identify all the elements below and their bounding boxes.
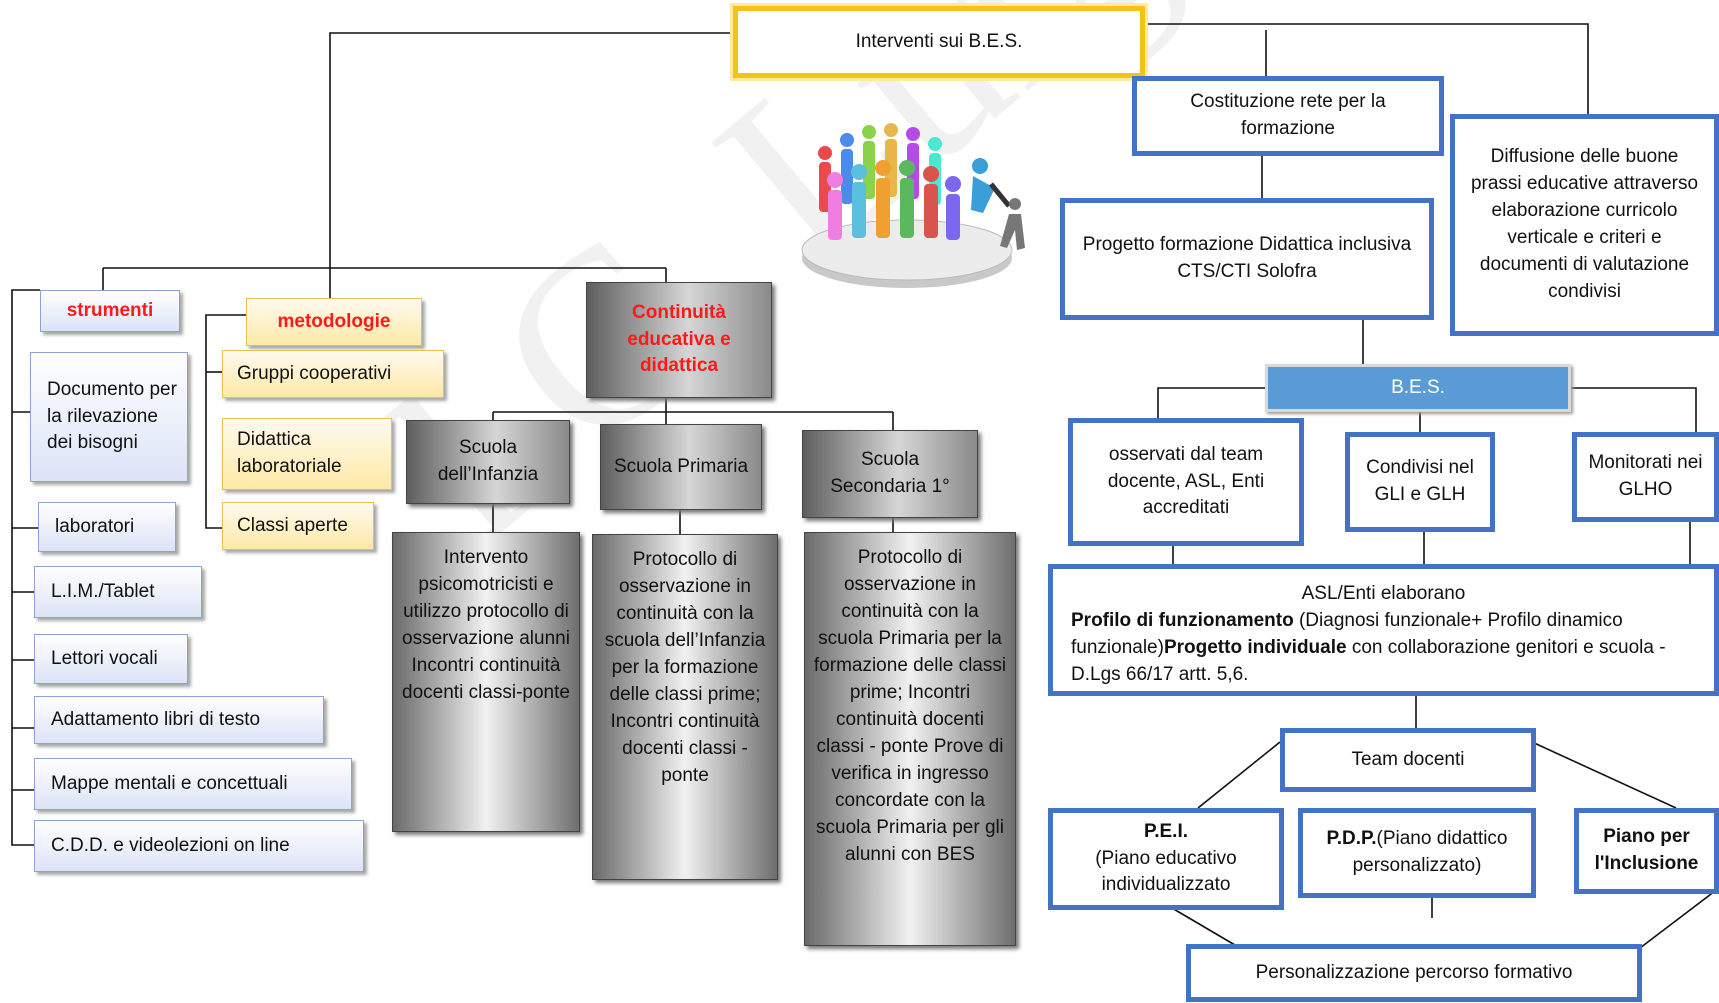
strumenti-item-label: L.I.M./Tablet <box>51 580 155 602</box>
metodologie-item-gruppi: Gruppi cooperativi <box>222 350 444 398</box>
school-secondaria: Scuola Secondaria 1° <box>802 430 978 518</box>
school-infanzia: Scuola dell’Infanzia <box>406 420 570 504</box>
progetto-label: Progetto formazione Didattica inclusiva … <box>1082 234 1412 282</box>
diffusione-label: Diffusione delle buone prassi educative … <box>1470 146 1699 302</box>
rete-box: Costituzione rete per la formazione <box>1132 76 1444 156</box>
pdp-title: P.D.P. <box>1326 828 1377 850</box>
pei-text: (Piano educativo individualizzato <box>1095 847 1237 896</box>
continuita-title-box: Continuità educativa e didattica <box>586 282 772 398</box>
school-detail: Intervento psicomotricisti e utilizzo pr… <box>402 547 570 703</box>
strumenti-item-label: Lettori vocali <box>51 647 158 669</box>
metodologie-item-label: Gruppi cooperativi <box>237 362 392 384</box>
strumenti-item-laboratori: laboratori <box>38 502 176 552</box>
strumenti-item-documento: Documento per la rilevazione dei bisogni <box>30 352 188 482</box>
bes-header: B.E.S. <box>1265 364 1571 412</box>
school-primaria-detail: Protocollo di osservazione in continuità… <box>592 534 778 880</box>
school-detail: Protocollo di osservazione in continuità… <box>813 547 1007 865</box>
line-root-left <box>329 32 733 268</box>
monitorati-label: Monitorati nei GLHO <box>1588 452 1703 500</box>
metodologie-title: metodologie <box>277 310 391 332</box>
school-primaria: Scuola Primaria <box>600 424 762 510</box>
strumenti-item-adattamento: Adattamento libri di testo <box>34 696 324 744</box>
strumenti-item-cdd: C.D.D. e videolezioni on line <box>34 820 364 872</box>
strumenti-item-mappe: Mappe mentali e concettuali <box>34 758 352 810</box>
strumenti-title: strumenti <box>66 299 154 321</box>
strumenti-item-label: Mappe mentali e concettuali <box>51 772 288 794</box>
asl-profilo-text: (Diagnosi funzionale+ Profilo dinamico f… <box>1071 609 1623 658</box>
asl-progetto-bold: Progetto individuale <box>1163 636 1347 658</box>
metodologie-title-box: metodologie <box>246 298 422 346</box>
asl-box: ASL/Enti elaborano Profilo di funzioname… <box>1048 564 1719 696</box>
asl-profilo-bold: Profilo di funzionamento <box>1071 609 1294 631</box>
strumenti-item-lim: L.I.M./Tablet <box>34 566 202 618</box>
school-detail: Protocollo di osservazione in continuità… <box>604 549 766 786</box>
osservati-box: osservati dal team docente, ASL, Enti ac… <box>1068 418 1304 546</box>
asl-line1: ASL/Enti elaborano <box>1301 583 1466 604</box>
osservati-label: osservati dal team docente, ASL, Enti ac… <box>1107 443 1265 519</box>
pdp-box: P.D.P.(Piano didattico personalizzato) <box>1298 808 1536 898</box>
people-community-icon <box>801 123 1025 288</box>
pei-box: P.E.I. (Piano educativo individualizzato <box>1048 808 1284 910</box>
school-name: Scuola dell’Infanzia <box>437 437 539 485</box>
school-secondaria-detail: Protocollo di osservazione in continuità… <box>804 532 1016 946</box>
continuita-title: Continuità educativa e didattica <box>627 301 731 377</box>
pei-title: P.E.I. <box>1143 820 1188 842</box>
root-node: Interventi sui B.E.S. <box>730 3 1148 81</box>
strumenti-item-label: laboratori <box>55 515 135 537</box>
asl-progetto-text: con collaborazione genitori e scuola - D… <box>1071 636 1666 685</box>
progetto-box: Progetto formazione Didattica inclusiva … <box>1060 198 1434 320</box>
metodologie-item-label: Classi aperte <box>237 514 348 536</box>
strumenti-item-label: C.D.D. e videolezioni on line <box>51 834 290 856</box>
pdp-text: (Piano didattico personalizzato) <box>1352 828 1508 876</box>
monitorati-box: Monitorati nei GLHO <box>1572 432 1719 522</box>
strumenti-item-label: Documento per la rilevazione dei bisogni <box>47 378 177 454</box>
metodologie-item-classi: Classi aperte <box>222 502 374 550</box>
root-label: Interventi sui B.E.S. <box>855 30 1023 52</box>
school-name: Scuola Primaria <box>613 455 749 477</box>
strumenti-item-lettori: Lettori vocali <box>34 634 188 684</box>
personalizzazione-box: Personalizzazione percorso formativo <box>1186 944 1642 1002</box>
bes-label: B.E.S. <box>1391 376 1445 398</box>
team-label: Team docenti <box>1351 748 1465 770</box>
inclusione-box: Piano per l'Inclusione <box>1574 808 1719 894</box>
strumenti-item-label: Adattamento libri di testo <box>51 708 261 730</box>
condivisi-box: Condivisi nel GLI e GLH <box>1345 432 1495 532</box>
diffusione-box: Diffusione delle buone prassi educative … <box>1450 114 1719 336</box>
team-box: Team docenti <box>1280 728 1536 792</box>
personalizzazione-label: Personalizzazione percorso formativo <box>1255 961 1573 983</box>
metodologie-item-label: Didattica laboratoriale <box>237 429 342 477</box>
school-infanzia-detail: Intervento psicomotricisti e utilizzo pr… <box>392 532 580 832</box>
metodologie-item-didattica: Didattica laboratoriale <box>222 418 392 490</box>
school-name: Scuola Secondaria 1° <box>830 449 950 497</box>
condivisi-label: Condivisi nel GLI e GLH <box>1366 457 1474 505</box>
inclusione-label: Piano per l'Inclusione <box>1594 826 1699 874</box>
rete-label: Costituzione rete per la formazione <box>1190 91 1386 139</box>
strumenti-title-box: strumenti <box>40 290 180 332</box>
